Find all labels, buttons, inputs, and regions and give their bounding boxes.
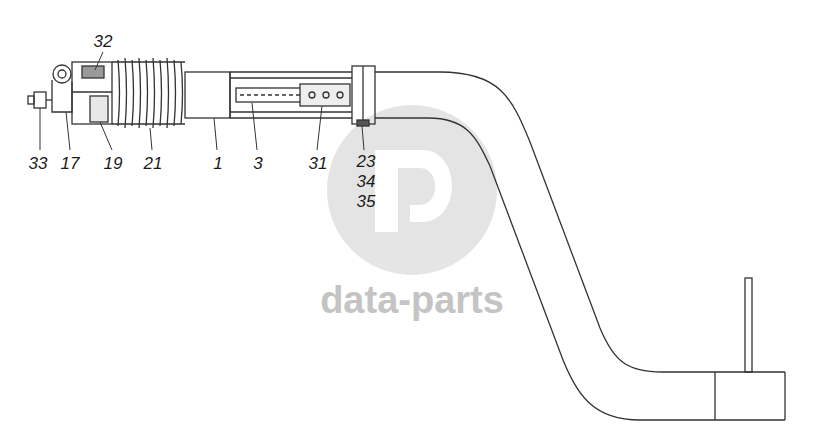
clamp (352, 66, 375, 126)
callout-number: 21 (144, 154, 163, 174)
callout-number: 34 (357, 172, 376, 192)
callout-number: 31 (309, 154, 328, 174)
leader-lines (40, 52, 364, 150)
callout-number: 32 (94, 32, 113, 52)
callout-number: 23 (357, 152, 376, 172)
watermark-text: data-parts (320, 278, 504, 322)
callout-number: 17 (61, 154, 80, 174)
callout-number: 1 (213, 154, 222, 174)
callout-number: 3 (253, 154, 262, 174)
ball-joint (28, 65, 72, 112)
callout-number: 33 (29, 154, 48, 174)
corrugated-boot (112, 58, 185, 128)
watermark-logo (327, 105, 497, 275)
bent-pipe (375, 72, 785, 420)
callout-number: 19 (104, 154, 123, 174)
housing (72, 62, 112, 124)
tube (185, 72, 352, 118)
callout-number: 35 (357, 192, 376, 212)
